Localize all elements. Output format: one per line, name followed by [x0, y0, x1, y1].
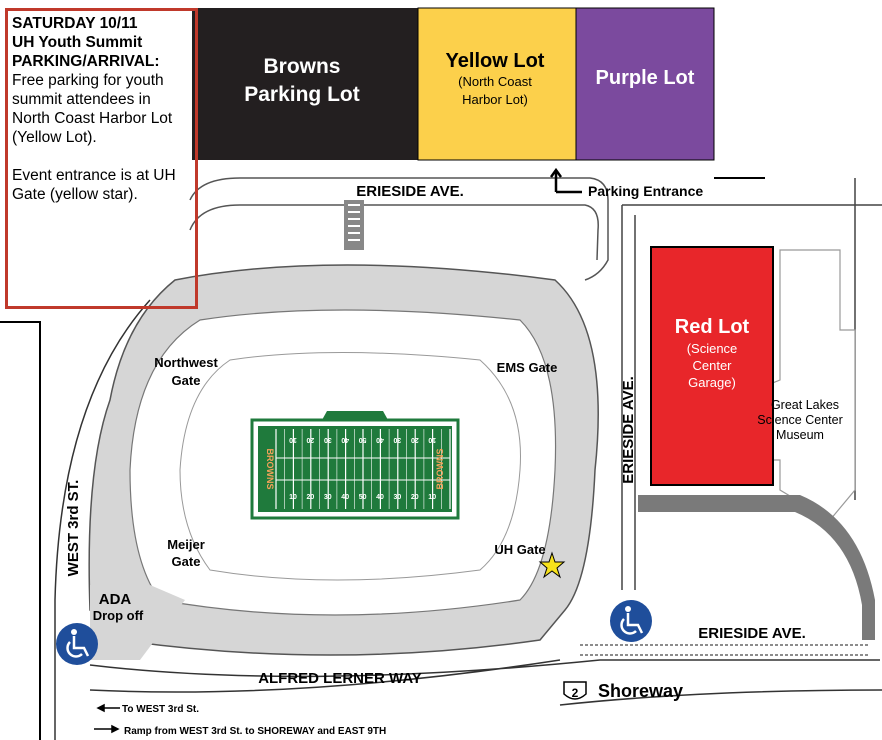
parking-entrance-label: Parking Entrance	[588, 183, 703, 199]
yard-number: 30	[324, 494, 332, 501]
west-3rd-edge	[54, 299, 151, 740]
red-lot[interactable]	[650, 246, 774, 486]
museum-label: Great Lakes	[771, 398, 839, 412]
yellow-lot-sub: (North Coast	[458, 74, 532, 89]
info-entrance-text: Event entrance is at UH Gate (yellow sta…	[12, 167, 176, 203]
left-building	[0, 321, 41, 740]
info-date: SATURDAY 10/11	[12, 15, 138, 32]
erieside-bottom-dashes	[580, 644, 870, 656]
meijer-gate-label-2: Gate	[172, 554, 201, 569]
yard-number: 30	[393, 436, 401, 443]
purple-lot[interactable]	[575, 7, 715, 161]
endzone-text-left: BROWNS	[265, 449, 275, 490]
ramp-directions-label: Ramp from WEST 3rd St. to SHOREWAY and E…	[124, 726, 386, 737]
browns-lot-label-2: Parking Lot	[244, 83, 360, 106]
dark-road	[638, 495, 875, 640]
red-lot-sub-2: Center	[692, 358, 732, 373]
yard-number: 20	[411, 436, 419, 443]
info-parking-text: Free parking for youth summit attendees …	[12, 72, 173, 146]
yard-number: 40	[376, 494, 384, 501]
alfred-lerner-way-label: ALFRED LERNER WAY	[258, 670, 422, 687]
erieside-ave-label-vertical: ERIESIDE AVE.	[620, 376, 637, 484]
museum-label-2: Science Center	[757, 413, 842, 427]
lerner-way-edges	[89, 659, 880, 693]
event-info-box: SATURDAY 10/11 UH Youth Summit PARKING/A…	[5, 8, 198, 309]
yard-numbers: 10 10 20 20 30 30 40 40 50 50 40 40 30 30 20 20 10 10	[289, 436, 436, 501]
ada-label: ADA	[99, 591, 132, 608]
accessible-parking-icon	[56, 623, 98, 665]
yard-number: 10	[428, 494, 436, 501]
ohio-route-shield-icon	[563, 681, 587, 700]
accessible-parking-icon-2	[610, 600, 652, 642]
yard-number: 20	[306, 436, 314, 443]
west-3rd-st-label: WEST 3rd ST.	[65, 480, 82, 577]
erieside-ave-label-top: ERIESIDE AVE.	[356, 183, 464, 200]
yard-number: 10	[289, 494, 297, 501]
yellow-lot-sub-2: Harbor Lot)	[462, 92, 528, 107]
football-field	[258, 426, 452, 512]
northwest-gate-label: Northwest	[154, 355, 218, 370]
yard-number: 30	[324, 436, 332, 443]
yard-number: 50	[359, 436, 367, 443]
yard-number: 40	[376, 436, 384, 443]
browns-parking-lot[interactable]	[192, 8, 418, 160]
erieside-road-edge	[189, 177, 609, 281]
northwest-gate-label-2: Gate	[172, 373, 201, 388]
ada-area	[90, 585, 185, 660]
yard-number: 20	[307, 494, 315, 501]
erieside-ave-label-bottom: ERIESIDE AVE.	[698, 625, 806, 642]
yard-number: 30	[394, 494, 402, 501]
ems-gate-label: EMS Gate	[497, 360, 558, 375]
museum-label-3: Museum	[776, 428, 824, 442]
yard-number: 10	[428, 436, 436, 443]
arrow-right-icon	[94, 724, 120, 734]
yellow-lot[interactable]	[417, 7, 577, 161]
red-lot-label: Red Lot	[675, 316, 750, 338]
uh-gate-label: UH Gate	[494, 542, 545, 557]
shoreway-label: Shoreway	[598, 681, 683, 701]
endzone-text-right: BROWNS	[435, 449, 445, 490]
meijer-gate-label: Meijer	[167, 537, 205, 552]
yard-number: 20	[411, 494, 419, 501]
yard-number: 10	[289, 436, 297, 443]
erieside-road-edge-inner	[189, 204, 599, 261]
field-bench	[322, 411, 388, 420]
shoreway-edge	[559, 689, 882, 706]
browns-lot-label: Browns	[263, 55, 340, 78]
yard-number: 40	[341, 436, 349, 443]
yard-lines	[275, 429, 451, 509]
info-event-name: UH Youth Summit	[12, 34, 143, 51]
yellow-lot-label: Yellow Lot	[446, 50, 545, 72]
route-number: 2	[572, 686, 579, 700]
yard-number: 50	[359, 494, 367, 501]
to-west-3rd-label: To WEST 3rd St.	[122, 704, 199, 715]
info-heading: PARKING/ARRIVAL:	[12, 53, 160, 70]
purple-lot-label: Purple Lot	[596, 67, 695, 89]
uh-gate-star-icon	[538, 551, 566, 579]
yard-number: 40	[341, 494, 349, 501]
parking-entrance-arrow-icon	[549, 167, 582, 194]
arrow-left-icon	[96, 703, 120, 713]
stairs-lines	[348, 204, 360, 241]
red-lot-sub-3: Garage)	[688, 375, 736, 390]
ada-dropoff-label: Drop off	[93, 608, 144, 623]
road-lines	[621, 178, 882, 590]
red-lot-sub: (Science	[687, 341, 738, 356]
